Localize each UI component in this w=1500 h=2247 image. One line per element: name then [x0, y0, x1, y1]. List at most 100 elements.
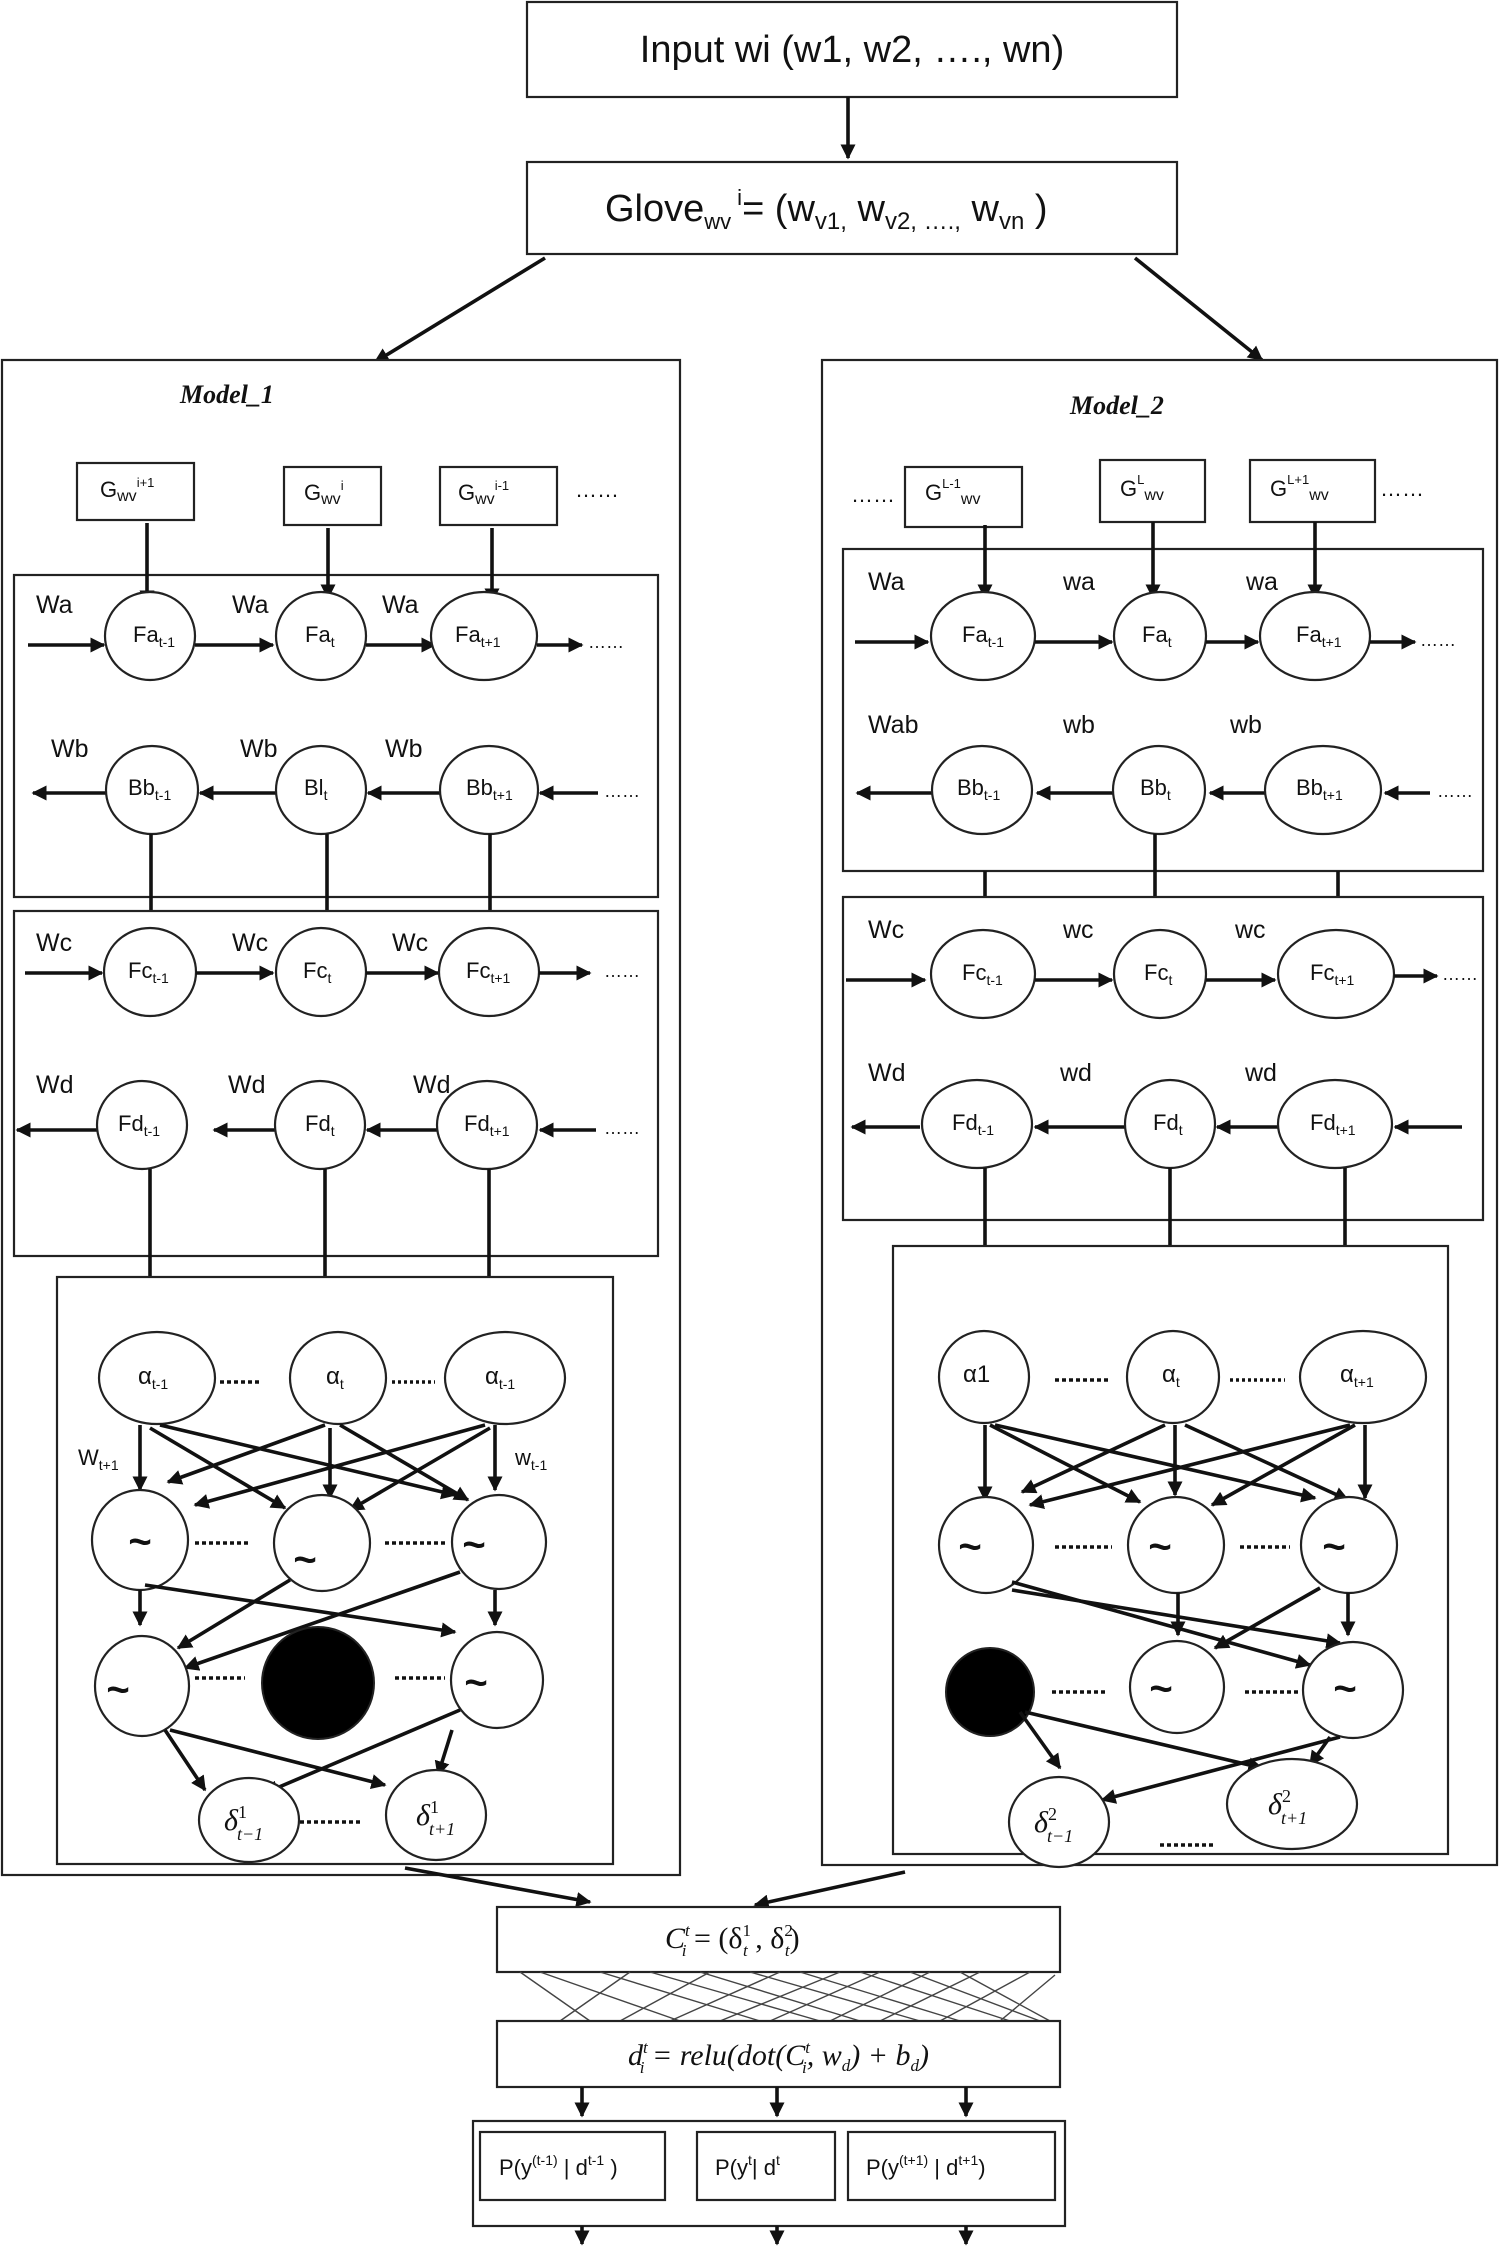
m2-dots-a: ……: [1420, 630, 1456, 650]
m2-node-bb-2-label: Bbt: [1140, 775, 1171, 803]
output-box-2: [695, 2130, 837, 2202]
m2-node-alpha-3-label: αt+1: [1340, 1361, 1374, 1390]
m1-tilde-1-label: ~: [128, 1520, 151, 1564]
edge-glove-model1: [373, 256, 546, 364]
m1-tilde-4-label: ~: [106, 1668, 129, 1712]
m2-l2-e1: [1011, 1580, 1312, 1669]
m1-tilde-2-label: ~: [293, 1538, 316, 1582]
m2-node-fa-2: [1112, 590, 1208, 682]
m1-delta-1: [197, 1776, 301, 1864]
m1-node-fd-2-label: Fdt: [305, 1111, 335, 1139]
m2-weight-a-3: wa: [1245, 568, 1278, 596]
m2-dots-b: ……: [1437, 781, 1473, 801]
m1-node-alpha-2-label: αt: [326, 1363, 344, 1392]
m2-l3-e2: [1024, 1710, 1264, 1773]
edge-model2-concat: [753, 1870, 906, 1910]
m1-node-bb-3-label: Bbt+1: [466, 775, 513, 803]
m2-node-fd-2-label: Fdt: [1153, 1110, 1183, 1138]
m1-node-fa-1: [103, 590, 197, 682]
m1-node-fd-1: [95, 1079, 189, 1171]
glove-box: [525, 160, 1179, 256]
m1-node-fa-3: [429, 590, 539, 682]
m1-weight-b-2: Wb: [240, 735, 278, 763]
m1-att-e8: [348, 1426, 491, 1512]
m2-node-bb-3-label: Bbt+1: [1296, 775, 1343, 803]
m1-l3-e3: [263, 1708, 461, 1795]
m2-tilde-4-label: ~: [1149, 1667, 1172, 1711]
m1-weight-d-2: Wd: [228, 1071, 266, 1099]
m2-att-e3: [994, 1423, 1317, 1503]
m2-weight-c-3: wc: [1234, 916, 1266, 944]
m1-tilde-3-label: ~: [462, 1523, 485, 1567]
m2-att-e8: [1210, 1423, 1356, 1507]
m1-w-left: Wt+1: [78, 1445, 119, 1473]
m2-input-box-3: [1248, 458, 1377, 524]
m1-node-fc-3-label: Fct+1: [466, 958, 511, 986]
m2-l3-e3: [1100, 1735, 1341, 1804]
m1-dots-a: ……: [588, 632, 624, 652]
m2-dots-left: ……: [851, 482, 895, 507]
m1-node-fa-3-label: Fat+1: [455, 622, 501, 650]
m2-node-fd-3-label: Fdt+1: [1310, 1110, 1356, 1138]
edge-model1-concat: [404, 1866, 592, 1907]
m2-node-fc-1: [929, 928, 1037, 1020]
m2-weight-d-1: Wd: [868, 1059, 906, 1087]
m2-node-fc-2: [1112, 928, 1208, 1020]
m2-weight-c-1: Wc: [868, 916, 904, 944]
m2-weight-b-1: Wab: [868, 711, 918, 739]
m1-input-box-1: [75, 461, 196, 522]
m2-delta-2: [1225, 1757, 1359, 1851]
m1-weight-a-2: Wa: [232, 591, 269, 619]
model-2-title: Model_2: [1069, 391, 1164, 420]
m1-node-alpha-1-label: αt-1: [138, 1363, 168, 1392]
m1-weight-b-1: Wb: [51, 735, 89, 763]
m2-dropout-node: [945, 1647, 1035, 1737]
m1-input-box-3: [438, 465, 559, 527]
m1-w-right: wt-1: [514, 1445, 547, 1473]
m1-weight-b-3: Wb: [385, 735, 423, 763]
m2-dots-c: ……: [1442, 964, 1478, 984]
m2-node-fd-3: [1276, 1078, 1394, 1170]
concat-box: [495, 1905, 1062, 1974]
m1-weight-a-1: Wa: [36, 591, 73, 619]
m1-att-e3: [159, 1423, 457, 1500]
m1-node-bb-1-label: Bbt-1: [128, 775, 171, 803]
m1-weight-a-3: Wa: [382, 591, 419, 619]
m1-node-fd-1-label: Fdt-1: [118, 1111, 160, 1139]
m2-node-fa-3-label: Fat+1: [1296, 622, 1342, 650]
input-box: [525, 0, 1179, 99]
dense-box: [495, 2019, 1062, 2089]
m1-att-e4: [166, 1423, 326, 1485]
output-label-2: P(yt| dt: [715, 2152, 780, 2180]
m2-l3-e1: [1018, 1710, 1062, 1770]
m1-node-fd-2: [273, 1079, 367, 1171]
m1-node-fa-2-label: Fat: [305, 622, 335, 650]
m1-node-fc-2-label: Fct: [303, 958, 331, 986]
m2-node-fa-1-label: Fat-1: [962, 622, 1004, 650]
m1-node-fd-3-label: Fdt+1: [464, 1111, 510, 1139]
m1-node-fd-3: [435, 1079, 539, 1171]
m2-weight-d-3: wd: [1244, 1059, 1277, 1087]
m1-input-label-2: Gwvi: [304, 478, 344, 508]
m1-weight-d-1: Wd: [36, 1071, 74, 1099]
m2-node-alpha-3: [1298, 1329, 1428, 1425]
m1-weight-c-3: Wc: [392, 929, 428, 957]
m1-att-e7: [193, 1423, 486, 1509]
m1-node-bb-2-label: Blt: [304, 775, 328, 803]
m2-tilde-5: [1301, 1640, 1405, 1740]
m1-l3-e1: [163, 1729, 207, 1792]
m2-node-fc-3: [1276, 928, 1396, 1020]
m1-node-alpha-1: [97, 1330, 217, 1426]
m1-input-dots: ……: [575, 477, 619, 502]
m2-input-label-1: GL-1wv: [925, 476, 980, 508]
m2-input-label-3: GL+1wv: [1270, 472, 1329, 504]
m1-input-label-1: Gwvi+1: [100, 475, 154, 505]
m2-weight-c-2: wc: [1062, 916, 1094, 944]
m1-delta-2: [384, 1768, 488, 1862]
m2-dots-right: ……: [1380, 476, 1424, 501]
m2-tilde-1: [937, 1495, 1035, 1595]
m2-weight-b-3: wb: [1229, 711, 1262, 739]
